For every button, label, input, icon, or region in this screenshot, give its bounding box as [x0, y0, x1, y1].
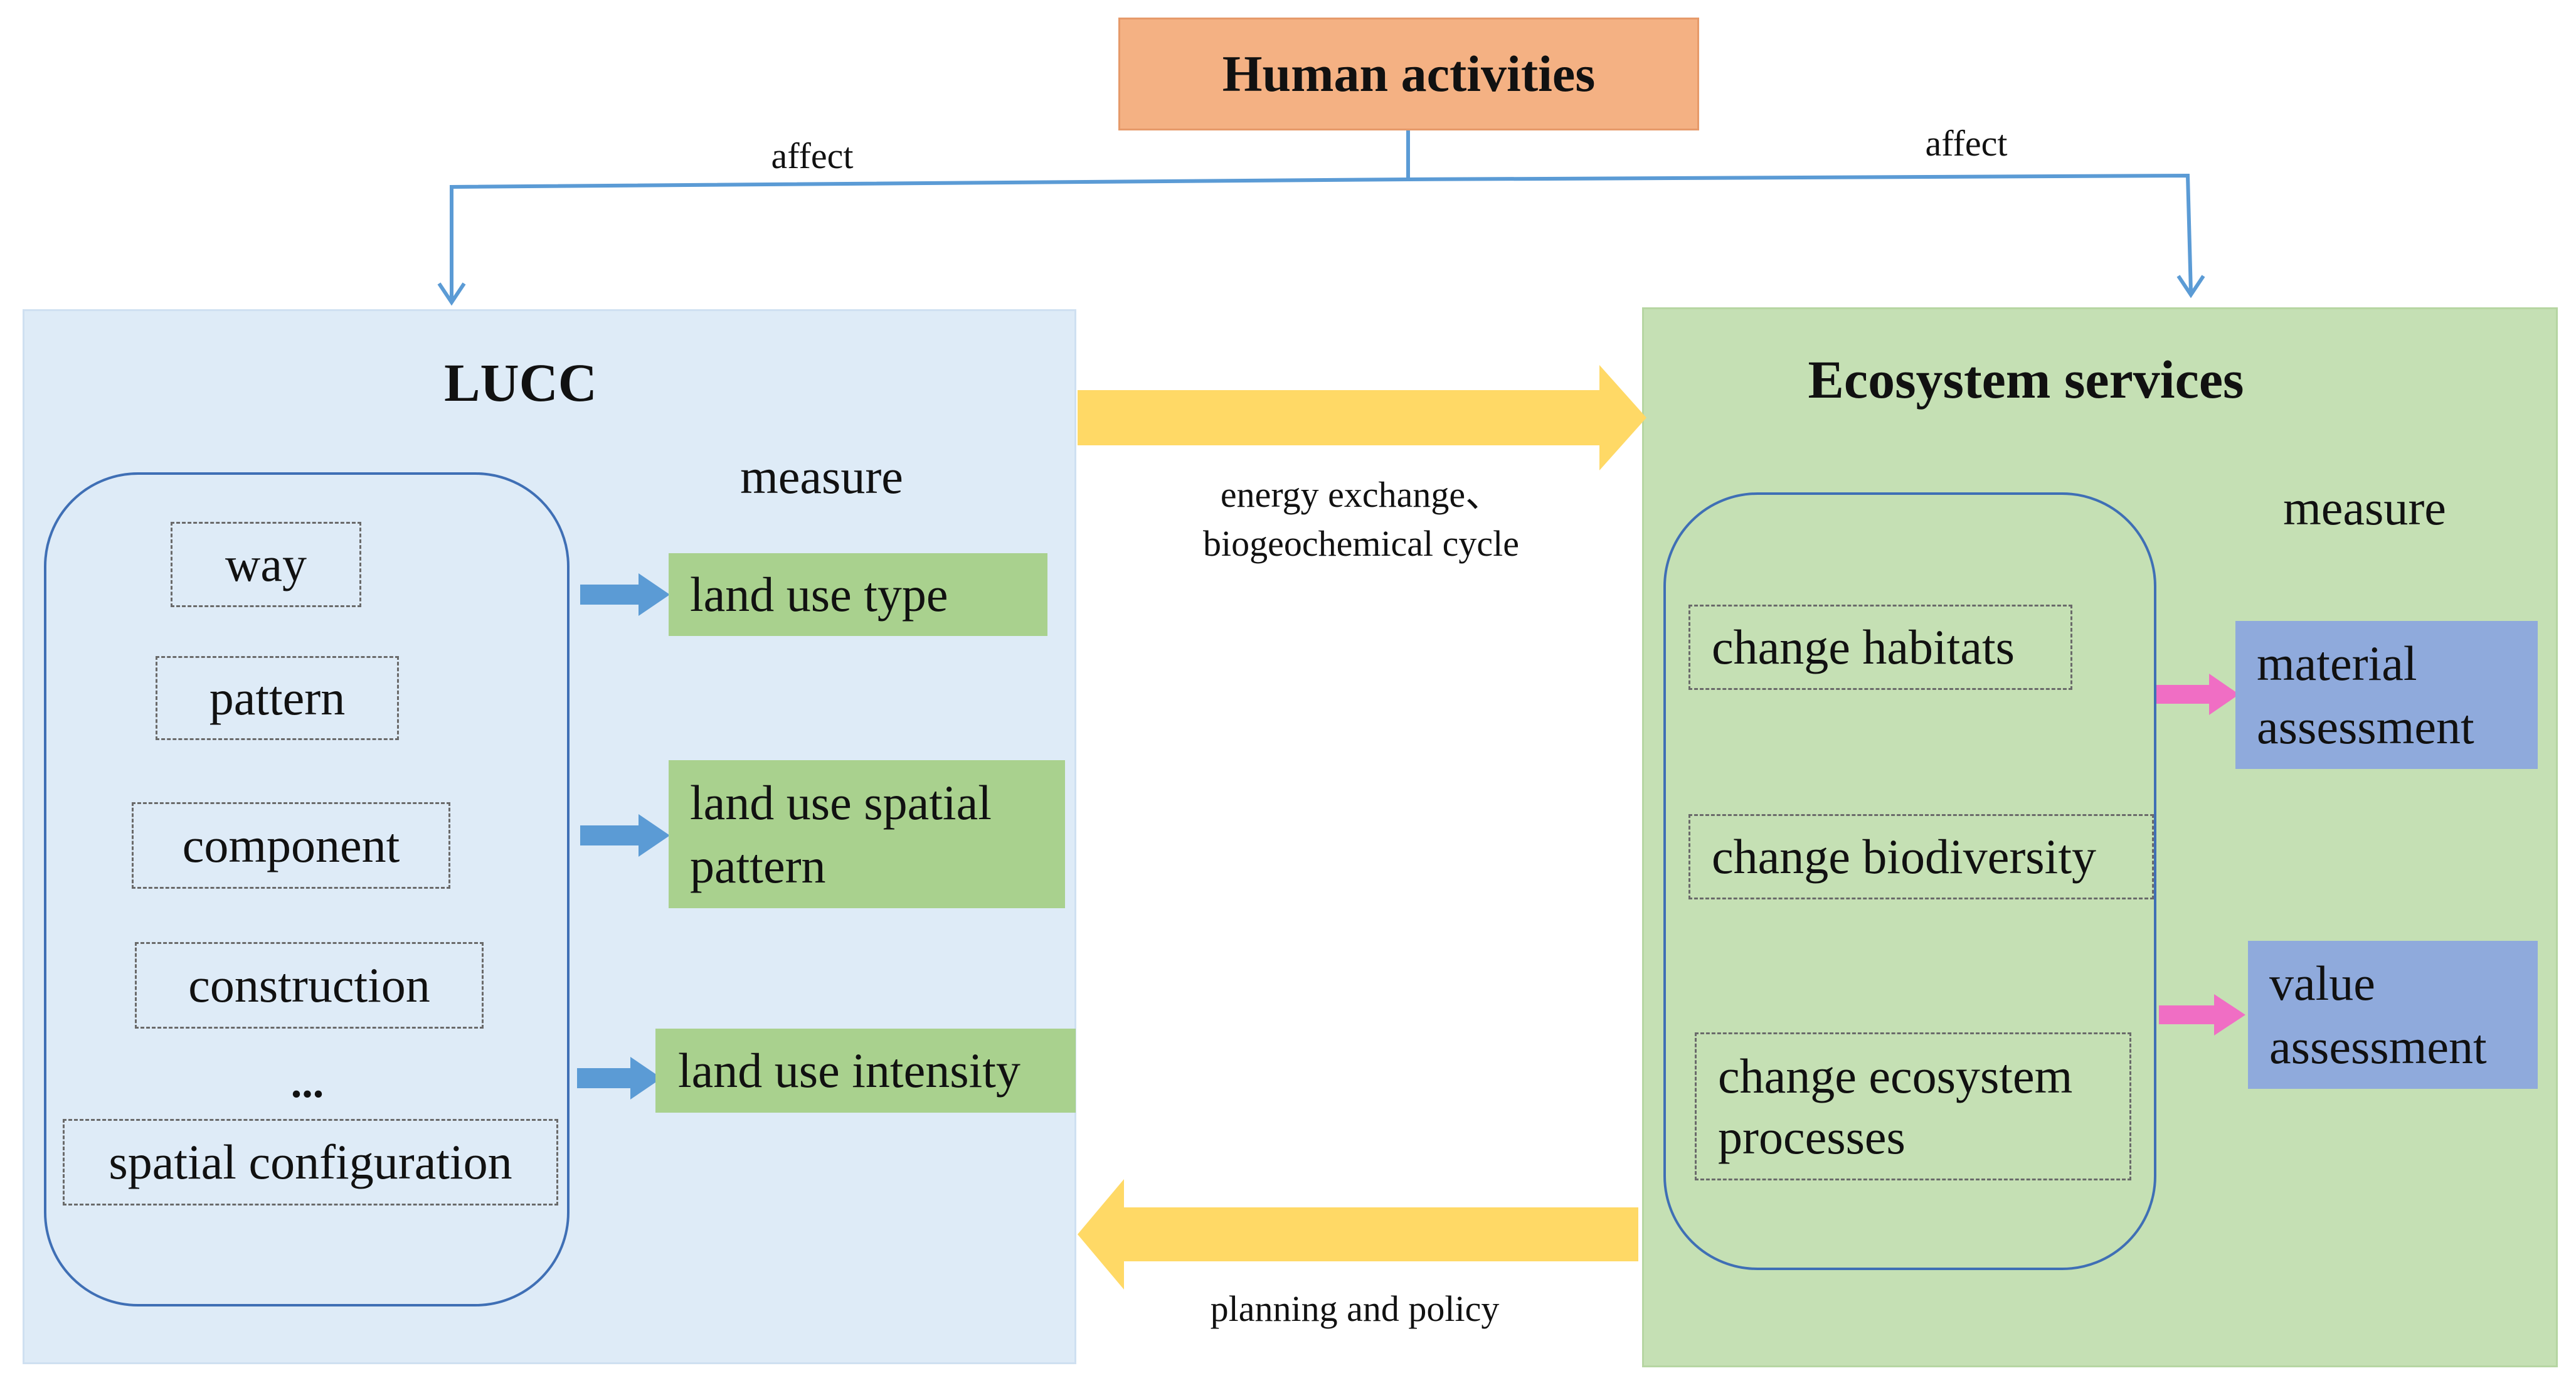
factor-way: way — [171, 522, 361, 607]
factor-pattern: pattern — [156, 656, 399, 740]
backward-flow-arrow — [1078, 1179, 1638, 1290]
value-assessment-box: value assessment — [2248, 941, 2538, 1089]
measure-land-use-spatial-pattern: land use spatial pattern — [669, 760, 1065, 908]
lucc-title: LUCC — [444, 352, 597, 413]
material-assessment-box: material assessment — [2235, 621, 2538, 769]
affect-left-label: affect — [771, 135, 854, 176]
backward-flow-label: planning and policy — [1210, 1288, 1500, 1329]
ecosystem-measure-label: measure — [2283, 480, 2446, 535]
measure-land-use-intensity: land use intensity — [655, 1029, 1076, 1113]
forward-flow-label: energy exchange、 biogeochemical cycle — [1110, 470, 1612, 569]
lucc-measure-label: measure — [740, 449, 903, 504]
ecosystem-changes-container — [1663, 492, 2156, 1270]
change-biodiversity: change biodiversity — [1688, 814, 2154, 899]
affect-left-connector — [450, 178, 1409, 300]
factor-component: component — [132, 802, 450, 889]
change-ecosystem-processes: change ecosystem processes — [1695, 1032, 2131, 1180]
measure-land-use-type: land use type — [669, 553, 1047, 636]
factor-construction: construction — [135, 942, 484, 1029]
human-activities-box: Human activities — [1118, 18, 1699, 130]
lucc-factors-container — [44, 472, 570, 1306]
forward-flow-label-line2: biogeochemical cycle — [1202, 523, 1520, 564]
factor-spatial-configuration: spatial configuration — [63, 1119, 558, 1205]
affect-right-label: affect — [1925, 123, 2008, 164]
change-habitats: change habitats — [1688, 605, 2072, 690]
factor-ellipsis: ... — [290, 1059, 324, 1107]
affect-left-arrowhead — [437, 282, 466, 306]
affect-right-connector — [1407, 173, 2193, 293]
ecosystem-services-title: Ecosystem services — [1808, 349, 2244, 410]
affect-right-arrowhead — [2176, 275, 2205, 299]
forward-flow-arrow — [1078, 365, 1646, 470]
forward-flow-label-line1: energy exchange、 — [1220, 474, 1502, 515]
